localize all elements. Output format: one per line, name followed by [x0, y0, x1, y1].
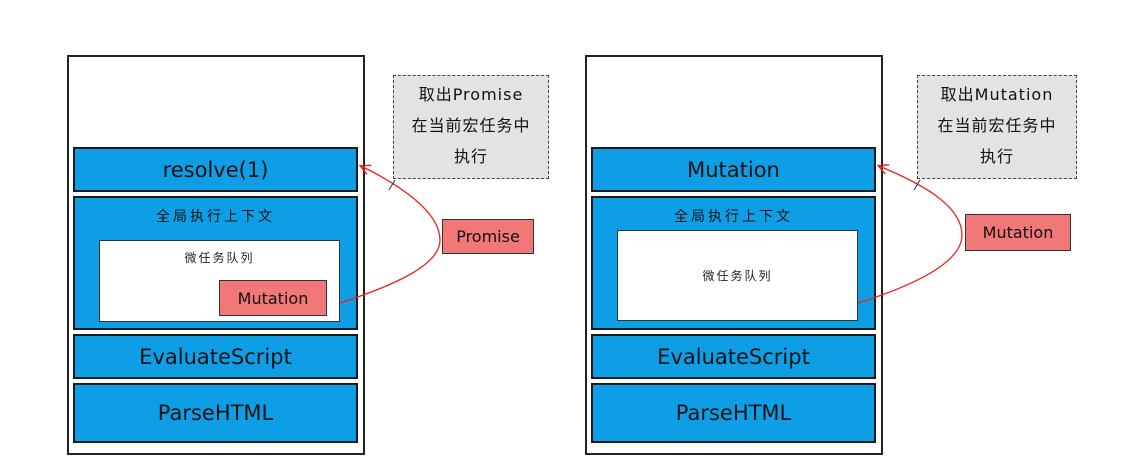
right-note-line2: 在当前宏任务中 — [937, 116, 1057, 135]
left-note-pointer — [388, 179, 396, 191]
left-frame-evaluate-script: EvaluateScript — [73, 334, 358, 379]
right-frame-parse-label: ParseHTML — [675, 401, 792, 425]
right-mutation-task: Mutation — [965, 214, 1071, 251]
left-promise-task: Promise — [442, 219, 534, 254]
right-microtask-queue-label: 微任务队列 — [702, 269, 773, 283]
left-global-context-label: 全局执行上下文 — [156, 209, 275, 225]
right-microtask-queue: 微任务队列 — [617, 230, 858, 321]
right-global-context-label: 全局执行上下文 — [674, 209, 793, 225]
right-frame-evaluate-script: EvaluateScript — [591, 334, 876, 379]
left-note-line2: 在当前宏任务中 — [411, 116, 531, 135]
left-note-line1: 取出Promise — [418, 85, 524, 104]
right-frame-evaluate-label: EvaluateScript — [657, 344, 810, 369]
right-mutation-arrow — [857, 166, 963, 304]
right-note: 取出Mutation 在当前宏任务中 执行 — [917, 75, 1077, 179]
left-note: 取出Promise 在当前宏任务中 执行 — [393, 75, 549, 179]
right-note-line3: 执行 — [979, 147, 1014, 166]
right-note-pointer — [913, 179, 921, 191]
right-note-line1: 取出Mutation — [940, 85, 1054, 104]
left-frame-resolve-label: resolve(1) — [162, 157, 269, 182]
left-frame-evaluate-label: EvaluateScript — [139, 344, 292, 369]
left-promise-task-label: Promise — [456, 227, 520, 246]
right-global-context: 全局执行上下文 微任务队列 — [591, 196, 876, 330]
left-promise-arrow — [339, 166, 441, 304]
right-frame-mutation-label: Mutation — [687, 157, 780, 182]
left-microtask-queue-label: 微任务队列 — [184, 251, 255, 265]
left-note-line3: 执行 — [453, 147, 488, 166]
left-queued-mutation-task: Mutation — [219, 280, 327, 316]
left-queued-mutation-label: Mutation — [237, 288, 309, 308]
right-frame-mutation: Mutation — [591, 147, 876, 192]
right-mutation-task-label: Mutation — [982, 223, 1054, 242]
right-frame-parse-html: ParseHTML — [591, 383, 876, 443]
left-frame-resolve: resolve(1) — [73, 147, 358, 192]
left-frame-parse-label: ParseHTML — [157, 401, 274, 425]
left-frame-parse-html: ParseHTML — [73, 383, 358, 443]
